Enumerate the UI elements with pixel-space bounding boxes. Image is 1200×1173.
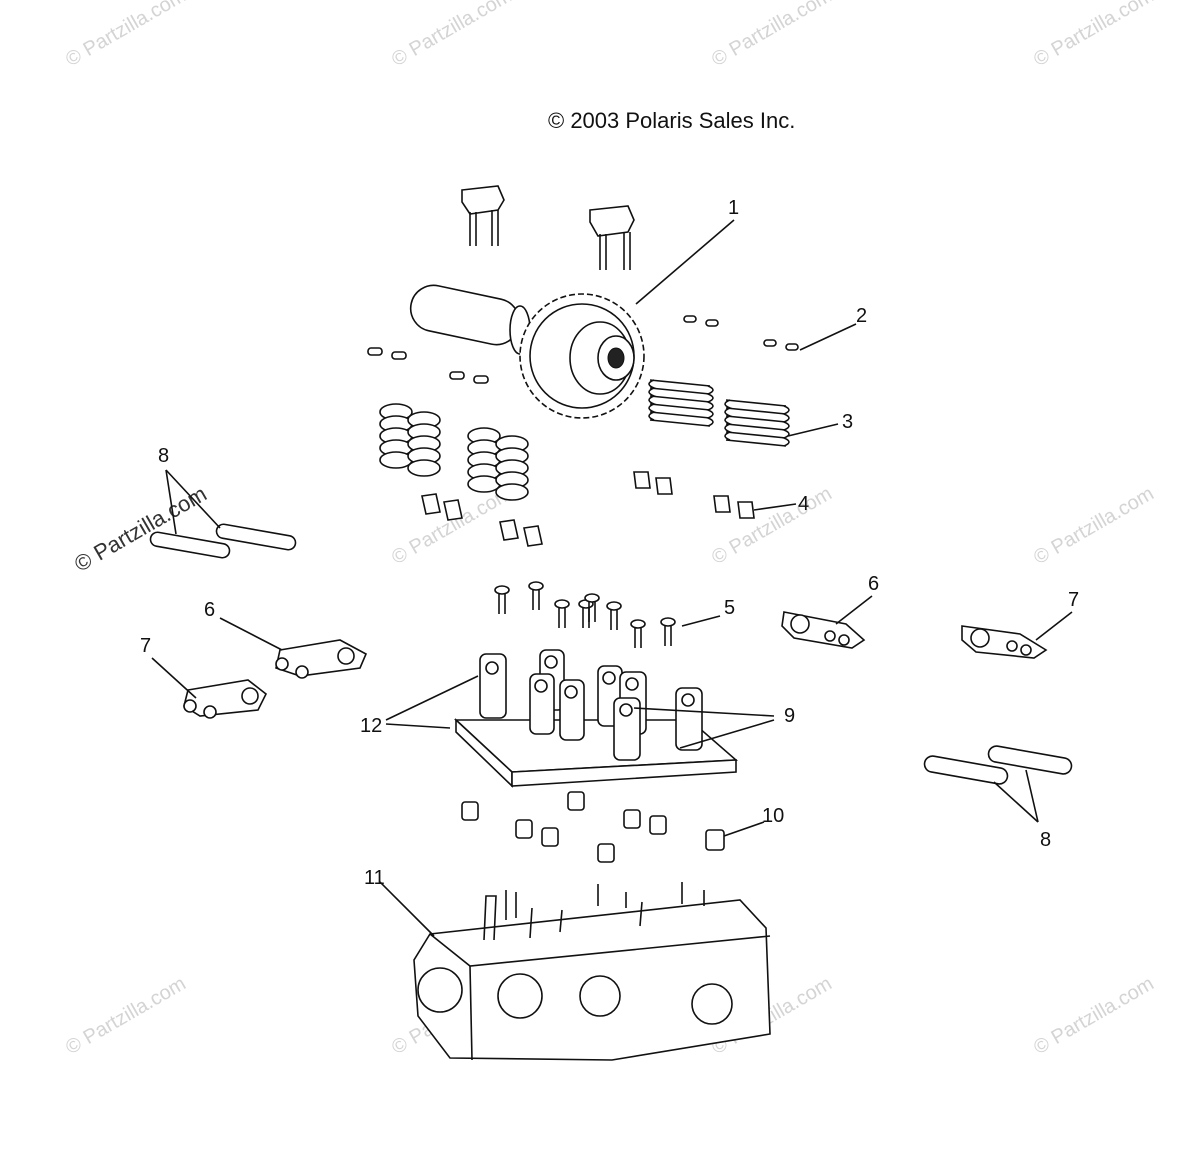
callout-9: 9 [784, 705, 796, 727]
valve-keepers [367, 315, 799, 384]
callout-8-left: 8 [158, 445, 170, 467]
callout-1: 1 [728, 197, 740, 219]
callout-3: 3 [842, 411, 854, 433]
dowel-pins [461, 791, 725, 863]
callout-6-right: 6 [868, 573, 880, 595]
callout-12: 12 [360, 715, 383, 737]
valve-springs-right [648, 379, 790, 447]
callout-4: 4 [798, 493, 810, 515]
cam-cap-bolts [494, 581, 676, 648]
callout-11: 11 [364, 867, 385, 889]
valve-springs-left [379, 403, 529, 501]
callout-2: 2 [856, 305, 868, 327]
rocker-arm-left-7 [183, 679, 268, 719]
copyright-text: © 2003 Polaris Sales Inc. [548, 108, 796, 133]
callout-7-right: 7 [1068, 589, 1080, 611]
cam-cap-right [589, 205, 635, 270]
callout-6-left: 6 [204, 599, 216, 621]
leader-lines [151, 219, 1073, 937]
rocker-arm-right-7 [961, 625, 1048, 659]
rocker-shafts-right [923, 745, 1073, 785]
callout-8-right: 8 [1040, 829, 1052, 851]
callout-5: 5 [724, 597, 736, 619]
rocker-arm-right-6 [781, 611, 866, 649]
cylinder-head [413, 882, 771, 1061]
rocker-carrier [453, 649, 739, 788]
callout-7-left: 7 [140, 635, 152, 657]
rocker-shafts-left [149, 523, 297, 559]
valve-stem-seals [421, 471, 755, 547]
callout-10: 10 [762, 805, 785, 827]
cam-cap-left [461, 185, 505, 246]
rocker-arm-left-6 [275, 639, 368, 679]
camshaft-sprocket [409, 284, 645, 419]
